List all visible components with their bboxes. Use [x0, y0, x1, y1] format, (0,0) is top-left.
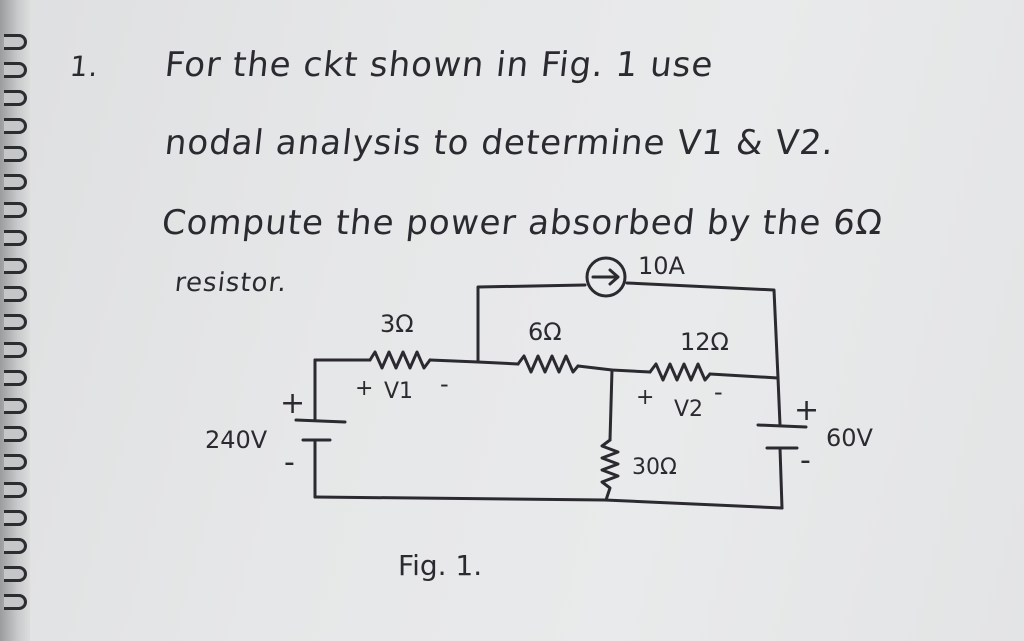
wire-node-b: [576, 364, 652, 374]
spiral-ring: [4, 566, 27, 582]
wire-middle: [608, 368, 614, 442]
battery-right-plus: +: [794, 393, 819, 428]
v2-label: V2: [674, 397, 703, 422]
spiral-ring: [4, 538, 27, 554]
spiral-ring: [4, 146, 27, 162]
spiral-ring: [4, 398, 27, 414]
battery-right-voltage: 60V: [826, 424, 874, 452]
battery-left-long-plate: [294, 418, 347, 424]
wire-current-source-left: [476, 283, 587, 364]
battery-right-long-plate: [756, 423, 808, 429]
spiral-ring: [4, 314, 27, 330]
spiral-ring: [4, 174, 27, 190]
wire-current-source-right: [625, 281, 780, 380]
spiral-ring: [4, 118, 27, 134]
figure-caption: Fig. 1.: [398, 549, 482, 582]
wire-top-right: [708, 372, 780, 380]
spiral-ring: [4, 482, 27, 498]
spiral-ring: [4, 286, 27, 302]
current-source-circle: [585, 256, 627, 298]
battery-left-voltage: 240V: [205, 426, 268, 454]
spiral-ring: [4, 370, 27, 386]
wire-node-a: [428, 358, 520, 366]
resistor-12-ohm: [648, 362, 712, 382]
battery-right-minus: -: [800, 443, 811, 478]
v1-minus-sign: -: [440, 370, 449, 398]
spiral-ring: [4, 230, 27, 246]
battery-left-plus: +: [280, 386, 305, 421]
resistor-30-label: 30Ω: [632, 455, 677, 480]
v1-plus-sign: +: [355, 376, 373, 401]
current-arrow: [591, 268, 620, 286]
battery-left-minus: -: [284, 445, 295, 480]
resistor-30-ohm: [600, 438, 620, 502]
spiral-ring: [4, 62, 27, 78]
spiral-ring: [4, 342, 27, 358]
wire-bottom: [313, 495, 784, 510]
v1-label: V1: [384, 379, 413, 404]
spiral-ring: [4, 34, 27, 50]
resistor-3-label: 3Ω: [380, 310, 414, 338]
spiral-ring: [4, 90, 27, 106]
spiral-ring: [4, 594, 27, 610]
spiral-ring: [4, 202, 27, 218]
v2-minus-sign: -: [714, 378, 723, 406]
spiral-ring: [4, 426, 27, 442]
current-source-label: 10A: [638, 252, 686, 280]
wire-right: [776, 376, 784, 510]
spiral-binding: [0, 0, 30, 641]
spiral-ring: [4, 454, 27, 470]
spiral-ring: [4, 510, 27, 526]
resistor-3-ohm: [368, 350, 432, 370]
v2-plus-sign: +: [636, 385, 654, 410]
resistor-6-ohm: [516, 354, 580, 374]
spiral-ring: [4, 258, 27, 274]
resistor-12-label: 12Ω: [680, 328, 729, 356]
resistor-6-label: 6Ω: [528, 318, 562, 346]
